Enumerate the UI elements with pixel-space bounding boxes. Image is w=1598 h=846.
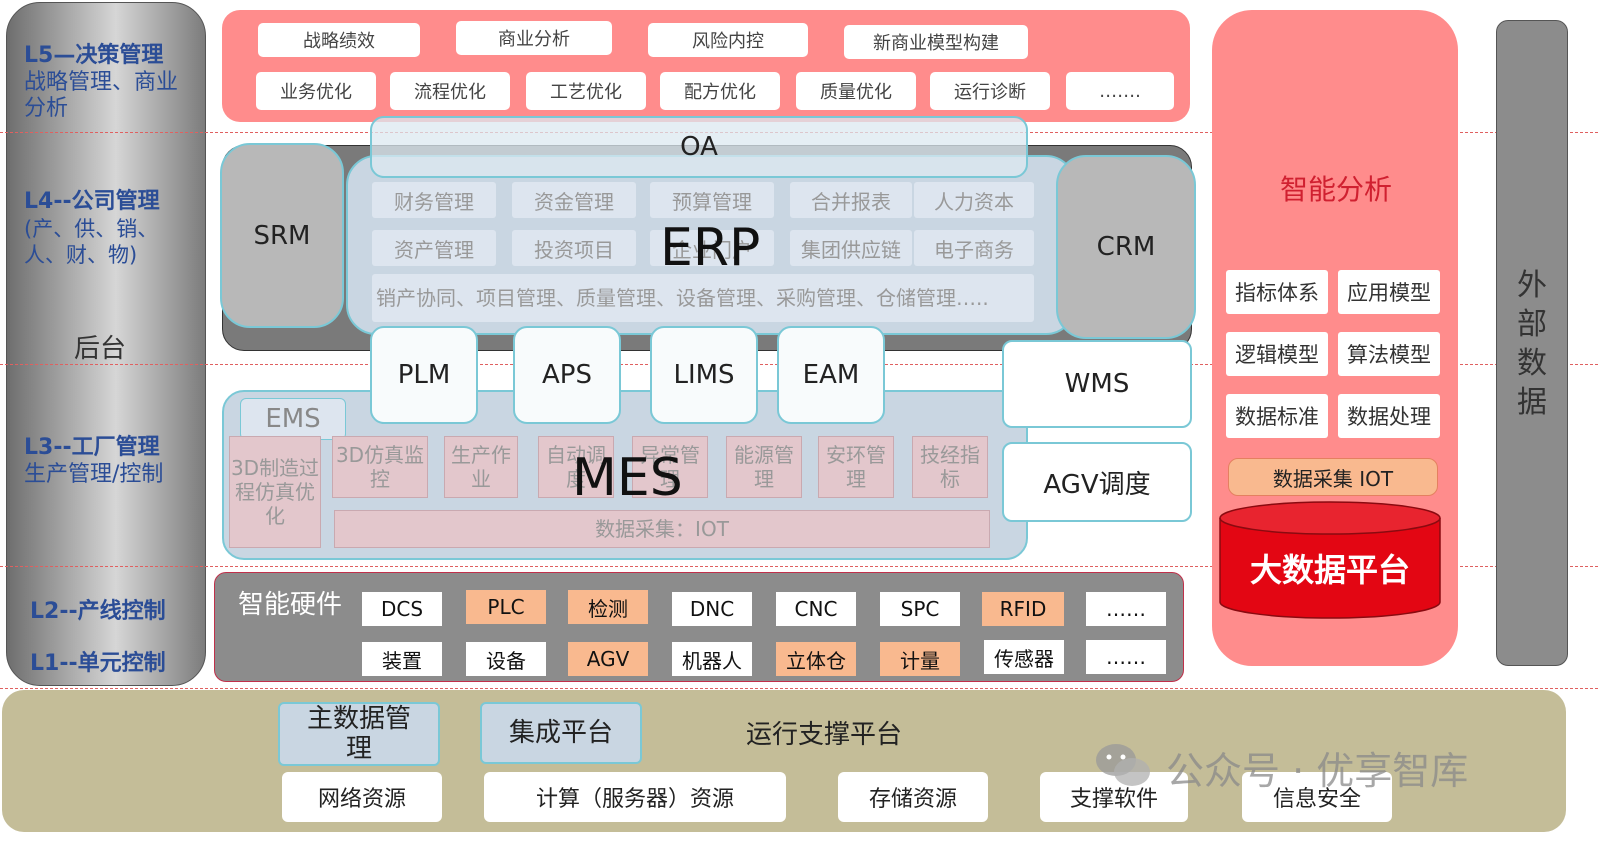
l5-item[interactable]: 商业分析	[456, 21, 612, 55]
erp-item: 合并报表	[790, 182, 912, 218]
l5-title: L5—决策管理	[24, 43, 164, 68]
wechat-icon	[1096, 744, 1150, 786]
l5-item[interactable]: 业务优化	[256, 72, 376, 110]
hw-item[interactable]: CNC	[776, 592, 856, 626]
intel-item[interactable]: 逻辑模型	[1226, 332, 1328, 376]
l1-title: L1--单元控制	[30, 651, 166, 676]
mes-item: 自动调度	[538, 436, 614, 498]
hw-item[interactable]: DCS	[362, 592, 442, 626]
l5-item[interactable]: 战略绩效	[258, 23, 420, 57]
l3-title: L3--工厂管理	[24, 435, 160, 460]
hw-item[interactable]: 立体仓	[776, 642, 856, 676]
intel-item[interactable]: 应用模型	[1338, 270, 1440, 314]
l5-subtitle: 战略管理、商业分析	[24, 70, 179, 121]
iot-collection-box[interactable]: 数据采集 IOT	[1228, 458, 1438, 496]
mes-label: MES	[572, 448, 683, 508]
intelligent-analysis-title: 智能分析	[1280, 173, 1393, 206]
aps-box[interactable]: APS	[513, 326, 621, 424]
l5-item[interactable]: 流程优化	[390, 72, 510, 110]
resource-item[interactable]: 网络资源	[282, 772, 442, 822]
mes-item: 3D仿真监控	[332, 436, 428, 498]
erp-item: 集团供应链	[790, 230, 912, 266]
resource-item[interactable]: 信息安全	[1242, 772, 1392, 822]
erp-item: 投资项目	[512, 230, 636, 266]
plm-box[interactable]: PLM	[370, 326, 478, 424]
mes-item: 能源管理	[726, 436, 802, 498]
hw-item[interactable]: 传感器	[984, 640, 1064, 674]
external-data-panel	[1496, 20, 1568, 666]
l5-item[interactable]: 运行诊断	[930, 72, 1050, 110]
erp-item: 人力资本	[914, 182, 1034, 218]
erp-item: 企业门户	[650, 230, 774, 266]
l4-subtitle: (产、供、销、人、财、物)	[24, 217, 159, 267]
crm-box[interactable]: CRM	[1056, 155, 1196, 339]
l3-subtitle: 生产管理/控制	[24, 462, 164, 487]
level-column	[6, 2, 206, 686]
external-data-label: 外部数据	[1517, 268, 1547, 420]
hw-item[interactable]: PLC	[466, 590, 546, 624]
l5-item[interactable]: 质量优化	[796, 72, 916, 110]
big-data-label: 大数据平台	[1249, 551, 1410, 589]
l5-item[interactable]: 配方优化	[660, 72, 780, 110]
wms-box[interactable]: WMS	[1002, 340, 1192, 428]
hw-item[interactable]: 计量	[880, 642, 960, 676]
erp-item: 财务管理	[372, 182, 496, 218]
hw-item[interactable]: ……	[1086, 592, 1166, 626]
resource-item[interactable]: 支撑软件	[1040, 772, 1188, 822]
mes-item: 技经指标	[912, 436, 988, 498]
erp-item: 预算管理	[650, 182, 774, 218]
hw-item[interactable]: 检测	[568, 590, 648, 624]
watermark-text: 公众号 · 优享智库	[1166, 749, 1469, 793]
intel-item[interactable]: 数据处理	[1338, 394, 1440, 438]
level-divider	[0, 566, 1598, 567]
l5-item[interactable]: 风险内控	[648, 23, 808, 57]
intel-item[interactable]: 数据标准	[1226, 394, 1328, 438]
hardware-title: 智能硬件	[238, 590, 343, 620]
mes-item: 3D制造过程仿真优化	[229, 436, 321, 548]
ems-box[interactable]: EMS	[240, 398, 346, 440]
runtime-platform-label: 运行支撑平台	[746, 720, 903, 750]
l4-title: L4--公司管理	[24, 189, 160, 214]
hw-item[interactable]: SPC	[880, 592, 960, 626]
intel-item[interactable]: 指标体系	[1226, 270, 1328, 314]
resource-item[interactable]: 计算（服务器）资源	[484, 772, 786, 822]
oa-box[interactable]: OA	[370, 116, 1028, 178]
mes-item: 生产作业	[444, 436, 518, 498]
backend-label: 后台	[74, 334, 127, 364]
mes-data-collection: 数据采集：IOT	[334, 510, 990, 548]
srm-box[interactable]: SRM	[220, 143, 344, 328]
intel-item[interactable]: 算法模型	[1338, 332, 1440, 376]
hw-item[interactable]: 设备	[466, 642, 546, 676]
erp-item: 资金管理	[512, 182, 636, 218]
integration-platform-box[interactable]: 集成平台	[480, 702, 642, 764]
hw-item[interactable]: ……	[1086, 640, 1166, 674]
erp-item-row3: 销产协同、项目管理、质量管理、设备管理、采购管理、仓储管理…..	[372, 274, 1034, 322]
big-data-cylinder-icon[interactable]	[1214, 500, 1446, 624]
l2-title: L2--产线控制	[30, 599, 166, 624]
hw-item[interactable]: 机器人	[672, 642, 752, 676]
erp-item: 电子商务	[914, 230, 1034, 266]
l5-item[interactable]: 工艺优化	[526, 72, 646, 110]
eam-box[interactable]: EAM	[777, 326, 885, 424]
mes-item: 异常管理	[632, 436, 708, 498]
erp-label: ERP	[660, 218, 761, 278]
erp-item: 资产管理	[372, 230, 496, 266]
l5-item[interactable]: …….	[1066, 72, 1174, 110]
level-divider	[0, 688, 1598, 689]
resource-item[interactable]: 存储资源	[838, 772, 988, 822]
lims-box[interactable]: LIMS	[650, 326, 758, 424]
hw-item[interactable]: RFID	[982, 592, 1064, 626]
agv-dispatch-box[interactable]: AGV调度	[1002, 442, 1192, 522]
hw-item[interactable]: AGV	[568, 642, 648, 676]
l5-item[interactable]: 新商业模型构建	[844, 25, 1028, 59]
master-data-box[interactable]: 主数据管理	[278, 702, 440, 766]
hw-item[interactable]: DNC	[672, 592, 752, 626]
hw-item[interactable]: 装置	[362, 642, 442, 676]
mes-item: 安环管理	[818, 436, 894, 498]
